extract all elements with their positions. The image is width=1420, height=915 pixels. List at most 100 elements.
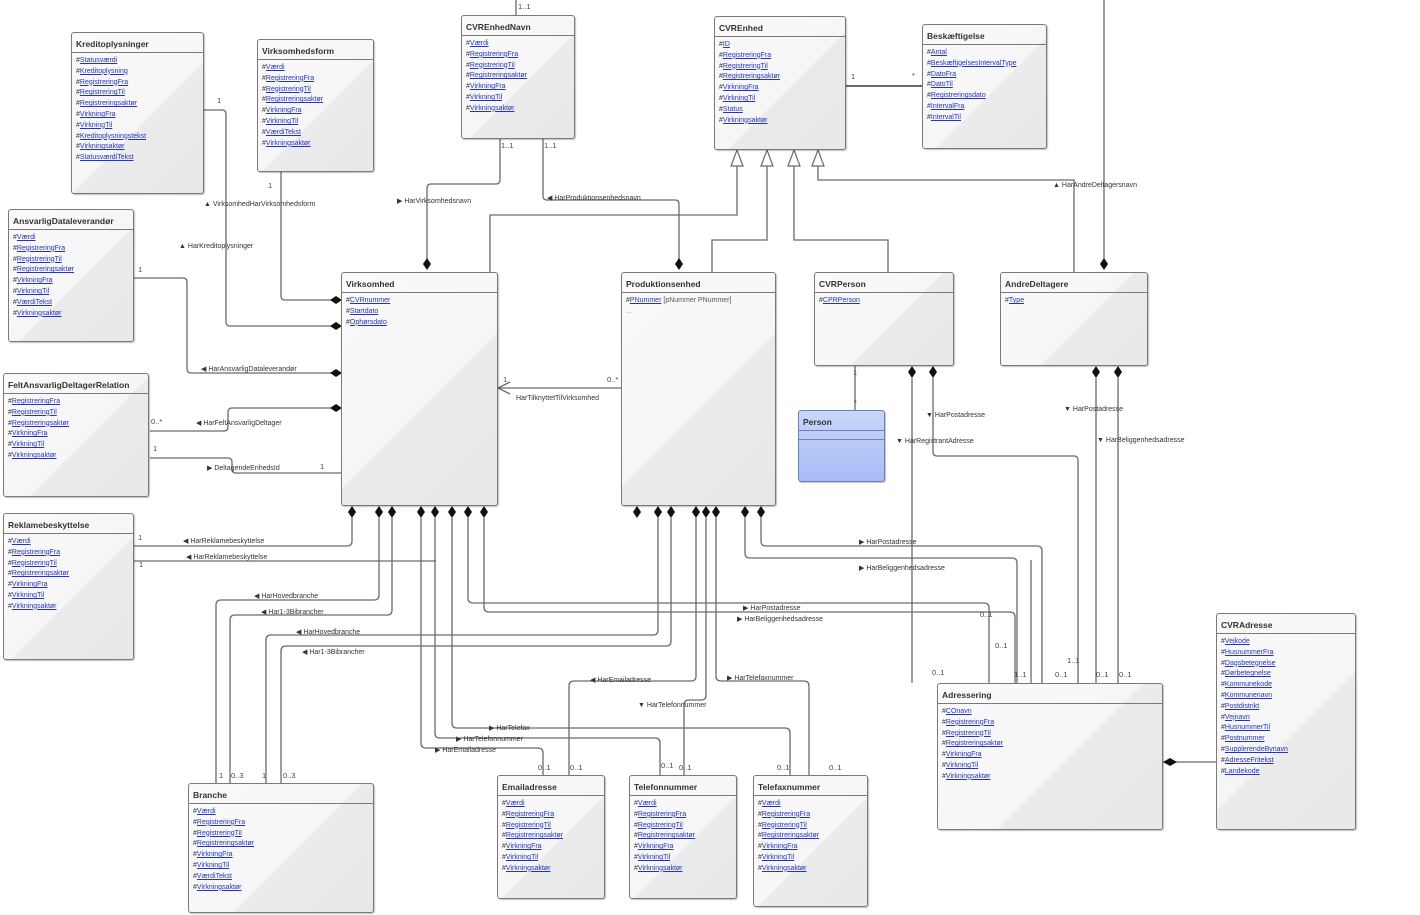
attribute-link[interactable]: Status [722,105,743,113]
class-feltansvarligdeltagerrelation[interactable]: FeltAnsvarligDeltagerRelation #Registrer… [3,373,149,497]
attribute-link[interactable]: DatoTil [930,81,953,89]
attribute-link[interactable]: VirkningTil [469,93,503,101]
attribute-link[interactable]: Værdi [196,808,216,815]
attribute-link[interactable]: Værdi [16,234,36,241]
attribute-link[interactable]: VirkningTil [505,853,539,861]
attribute-link[interactable]: Registreringsaktør [505,832,564,840]
attribute-link[interactable]: Registreringsaktør [265,96,324,104]
attribute-link[interactable]: RegistreringTil [945,729,991,737]
attribute-link[interactable]: IntervalTil [930,113,961,121]
attribute-link[interactable]: VirkningTil [637,853,671,861]
attribute-link[interactable]: Registreringsdato [930,92,986,100]
attribute-link[interactable]: Værdi [761,800,781,807]
class-cvrenhed[interactable]: CVREnhed #ID#RegistreringFra#Registrerin… [714,16,846,150]
attribute-link[interactable]: Virkningsaktør [265,139,311,147]
attribute-link[interactable]: RegistreringFra [196,818,246,826]
attribute-link[interactable]: Virkningsaktør [196,883,242,891]
attribute-link[interactable]: Værdi [265,64,285,71]
attribute-link[interactable]: RegistreringFra [11,398,61,405]
attribute-link[interactable]: StatusværdiTekst [79,154,134,162]
class-cvrperson[interactable]: CVRPerson #CPRPerson [814,272,954,366]
attribute-link[interactable]: PNummer [629,297,662,304]
attribute-link[interactable]: RegistreringFra [79,78,129,86]
attribute-link[interactable]: Kreditoplysningstekst [79,132,147,140]
attribute-link[interactable]: RegistreringTil [79,89,125,97]
class-telefonnummer[interactable]: Telefonnummer #Værdi#RegistreringFra#Reg… [629,775,737,899]
attribute-link[interactable]: RegistreringFra [265,74,315,82]
attribute-link[interactable]: Statusværdi [79,57,118,64]
attribute-link[interactable]: RegistreringFra [637,810,687,818]
attribute-link[interactable]: Værdi [469,40,489,47]
attribute-link[interactable]: HusnummerFra [1224,648,1274,656]
attribute-link[interactable]: HusnummerTil [1224,724,1271,732]
attribute-link[interactable]: Registreringsaktør [637,832,696,840]
attribute-link[interactable]: Registreringsaktør [79,100,138,108]
attribute-link[interactable]: RegistreringFra [16,244,66,252]
attribute-link[interactable]: ID [722,41,730,48]
class-telefaxnummer[interactable]: Telefaxnummer #Værdi#RegistreringFra#Reg… [753,775,868,907]
attribute-link[interactable]: RegistreringTil [16,255,62,263]
class-branche[interactable]: Branche #Værdi#RegistreringFra#Registrer… [188,783,374,913]
attribute-link[interactable]: Registreringsaktør [722,73,781,81]
attribute-link[interactable]: RegistreringTil [11,559,57,567]
attribute-link[interactable]: Kreditoplysning [79,67,128,75]
attribute-link[interactable]: VirkningFra [16,277,53,285]
attribute-link[interactable]: Virkningsaktør [16,309,62,317]
attribute-link[interactable]: Registreringsaktør [945,740,1004,748]
attribute-link[interactable]: Ophørsdato [349,318,387,326]
class-virksomhed[interactable]: Virksomhed #CVRnummer#Startdato#Ophørsda… [341,272,498,506]
attribute-link[interactable]: VirkningFra [11,430,48,438]
class-virksomhedsform[interactable]: Virksomhedsform #Værdi#RegistreringFra#R… [257,39,374,172]
attribute-link[interactable]: Virkningsaktør [11,602,57,610]
attribute-link[interactable]: RegistreringTil [722,62,768,70]
attribute-link[interactable]: Registreringsaktør [11,419,70,427]
attribute-link[interactable]: VærdiTekst [265,128,301,136]
attribute-link[interactable]: VirkningTil [79,121,113,129]
attribute-link[interactable]: COnavn [945,708,972,715]
class-cvradresse[interactable]: CVRAdresse #Vejkode#HusnummerFra#Dagsbet… [1216,613,1356,830]
class-kreditoplysninger[interactable]: Kreditoplysninger #Statusværdi#Kreditopl… [71,32,204,194]
attribute-link[interactable]: CPRPerson [822,297,860,304]
attribute-link[interactable]: CVRnummer [349,297,391,304]
attribute-link[interactable]: Startdato [349,307,379,315]
class-adressering[interactable]: Adressering #COnavn#RegistreringFra#Regi… [937,683,1163,830]
attribute-link[interactable]: Virkningsaktør [505,864,551,872]
attribute-link[interactable]: BeskæftigelsesIntervalType [930,59,1017,67]
attribute-link[interactable]: VirkningFra [945,751,982,759]
attribute-link[interactable]: Værdi [505,800,525,807]
attribute-link[interactable]: VirkningTil [945,761,979,769]
attribute-link[interactable]: Virkningsaktør [637,864,683,872]
attribute-link[interactable]: RegistreringFra [722,51,772,59]
attribute-link[interactable]: VirkningFra [196,851,233,859]
attribute-link[interactable]: Registreringsaktør [196,840,255,848]
attribute-link[interactable]: VirkningTil [761,853,795,861]
attribute-link[interactable]: VirkningTil [11,441,45,449]
attribute-link[interactable]: RegistreringTil [761,821,807,829]
class-andredeltagere[interactable]: AndreDeltagere #Type [1000,272,1148,366]
attribute-link[interactable]: Landekode [1224,767,1260,775]
attribute-link[interactable]: IntervalFra [930,102,965,110]
attribute-link[interactable]: VærdiTekst [196,872,232,880]
attribute-link[interactable]: VirkningFra [722,84,759,92]
attribute-link[interactable]: VirkningTil [722,94,756,102]
attribute-link[interactable]: Dørbetegnelse [1224,670,1271,678]
class-emailadresse[interactable]: Emailadresse #Værdi#RegistreringFra#Regi… [497,775,605,899]
attribute-link[interactable]: VirkningTil [11,591,45,599]
attribute-link[interactable]: DatoFra [930,70,957,78]
attribute-link[interactable]: AdresseFritekst [1224,756,1274,764]
attribute-link[interactable]: Registreringsaktør [761,832,820,840]
attribute-link[interactable]: VirkningTil [265,117,299,125]
attribute-link[interactable]: Virkningsaktør [945,772,991,780]
attribute-link[interactable]: RegistreringFra [945,718,995,726]
attribute-link[interactable]: Registreringsaktør [16,266,75,274]
attribute-link[interactable]: RegistreringTil [505,821,551,829]
attribute-link[interactable]: Virkningsaktør [11,451,57,459]
attribute-link[interactable]: VirkningFra [469,83,506,91]
attribute-link[interactable]: Kommunenavn [1224,691,1272,699]
attribute-link[interactable]: Registreringsaktør [469,72,528,80]
attribute-link[interactable]: SupplerendeBynavn [1224,745,1288,753]
attribute-link[interactable]: RegistreringTil [637,821,683,829]
attribute-link[interactable]: Værdi [637,800,657,807]
attribute-link[interactable]: Vejnavn [1224,713,1250,721]
class-ansvarligdataleverandoer[interactable]: AnsvarligDataleverandør #Værdi#Registrer… [8,209,134,342]
